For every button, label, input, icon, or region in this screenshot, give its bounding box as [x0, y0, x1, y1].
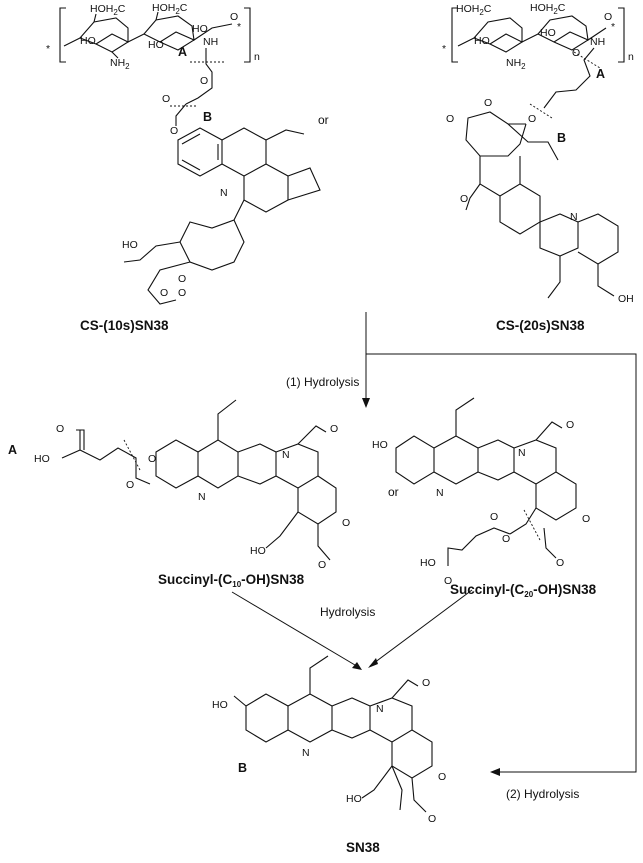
hydrolysis-label: Hydrolysis	[320, 605, 375, 619]
oh-label: OH	[618, 293, 634, 305]
svg-text:HOH2C: HOH2C	[456, 3, 492, 17]
compound-caption: Succinyl-(C20-OH)SN38	[450, 582, 597, 599]
svg-text:HOH2C: HOH2C	[90, 3, 126, 17]
bond-label-b: B	[203, 110, 212, 124]
o-label: O	[126, 479, 134, 491]
n-label: N	[220, 187, 228, 199]
ho-label: HO	[420, 557, 436, 569]
ho-label: HO	[250, 545, 266, 557]
o-label: O	[178, 273, 186, 285]
ho-label: HO	[192, 23, 208, 35]
o-label: O	[490, 511, 498, 523]
repeat-n-label: n	[254, 51, 260, 63]
nh-label: NH	[203, 36, 218, 48]
o-label: O	[318, 559, 326, 571]
cs20s-structure: * * n HOH2C HOH2C HO HO O NH2 NH O O A B…	[442, 2, 634, 305]
ho-label: HO	[122, 239, 138, 251]
ho-label: HO	[34, 453, 50, 465]
compound-caption: SN38	[346, 840, 380, 855]
star-label: *	[237, 21, 241, 33]
n-label: N	[198, 491, 206, 503]
o-label: O	[56, 423, 64, 435]
o-label: O	[582, 513, 590, 525]
svg-text:HOH2C: HOH2C	[530, 2, 566, 16]
svg-text:NH2: NH2	[110, 57, 130, 71]
o-label: O	[178, 287, 186, 299]
n-label: N	[282, 449, 290, 461]
ho-label: HO	[474, 35, 490, 47]
succinyl-c20-structure: HO N N O O O O O HO O	[372, 397, 590, 587]
star-label: *	[46, 43, 50, 55]
o-label: O	[160, 287, 168, 299]
o-label: O	[342, 517, 350, 529]
svg-text:NH2: NH2	[506, 57, 526, 71]
or-label: or	[318, 113, 329, 127]
ho-label: HO	[80, 35, 96, 47]
compound-caption: Succinyl-(C10-OH)SN38	[158, 572, 305, 589]
o-label: O	[438, 771, 446, 783]
o-label: O	[446, 113, 454, 125]
ho-label: HO	[346, 793, 362, 805]
o-label: O	[572, 47, 580, 59]
sn38-structure: HO N N O O O HO	[212, 655, 446, 825]
ho-label: HO	[540, 27, 556, 39]
or-label: or	[388, 485, 399, 499]
o-label: O	[230, 11, 238, 23]
hydrolysis-step1-label: (1) Hydrolysis	[286, 375, 359, 389]
succinyl-c10-structure: O HO O O N N O O O HO	[34, 399, 350, 571]
o-label: O	[566, 419, 574, 431]
star-label: *	[442, 43, 446, 55]
o-label: O	[170, 125, 178, 137]
bond-label-b: B	[557, 131, 566, 145]
ho-label: HO	[212, 699, 228, 711]
compound-caption: CS-(10s)SN38	[80, 318, 169, 333]
o-label: O	[330, 423, 338, 435]
nh-label: NH	[590, 36, 605, 48]
o-label: O	[200, 75, 208, 87]
o-label: O	[460, 193, 468, 205]
hydrolysis-step2-label: (2) Hydrolysis	[506, 787, 579, 801]
n-label: N	[376, 703, 384, 715]
star-label: *	[611, 21, 615, 33]
n-label: N	[518, 447, 526, 459]
n-label: N	[436, 487, 444, 499]
o-label: O	[444, 575, 452, 587]
o-label: O	[422, 677, 430, 689]
bond-label-b: B	[238, 761, 247, 775]
ho-label: HO	[372, 439, 388, 451]
o-label: O	[162, 93, 170, 105]
bond-label-a: A	[8, 443, 17, 457]
compound-caption: CS-(20s)SN38	[496, 318, 585, 333]
svg-text:HOH2C: HOH2C	[152, 2, 188, 16]
hydrolysis-arrows	[231, 312, 637, 776]
ho-label: HO	[148, 39, 164, 51]
o-label: O	[556, 557, 564, 569]
o-label: O	[484, 97, 492, 109]
bond-label-a: A	[178, 45, 187, 59]
repeat-n-label: n	[628, 51, 634, 63]
n-label: N	[570, 211, 578, 223]
n-label: N	[302, 747, 310, 759]
o-label: O	[528, 113, 536, 125]
o-label: O	[604, 11, 612, 23]
bond-label-a: A	[596, 67, 605, 81]
o-label: O	[502, 533, 510, 545]
cs10s-structure: * * n HOH2C HOH2C HO HO HO O NH2 NH O O …	[46, 2, 321, 305]
o-label: O	[428, 813, 436, 825]
o-label: O	[148, 453, 156, 465]
